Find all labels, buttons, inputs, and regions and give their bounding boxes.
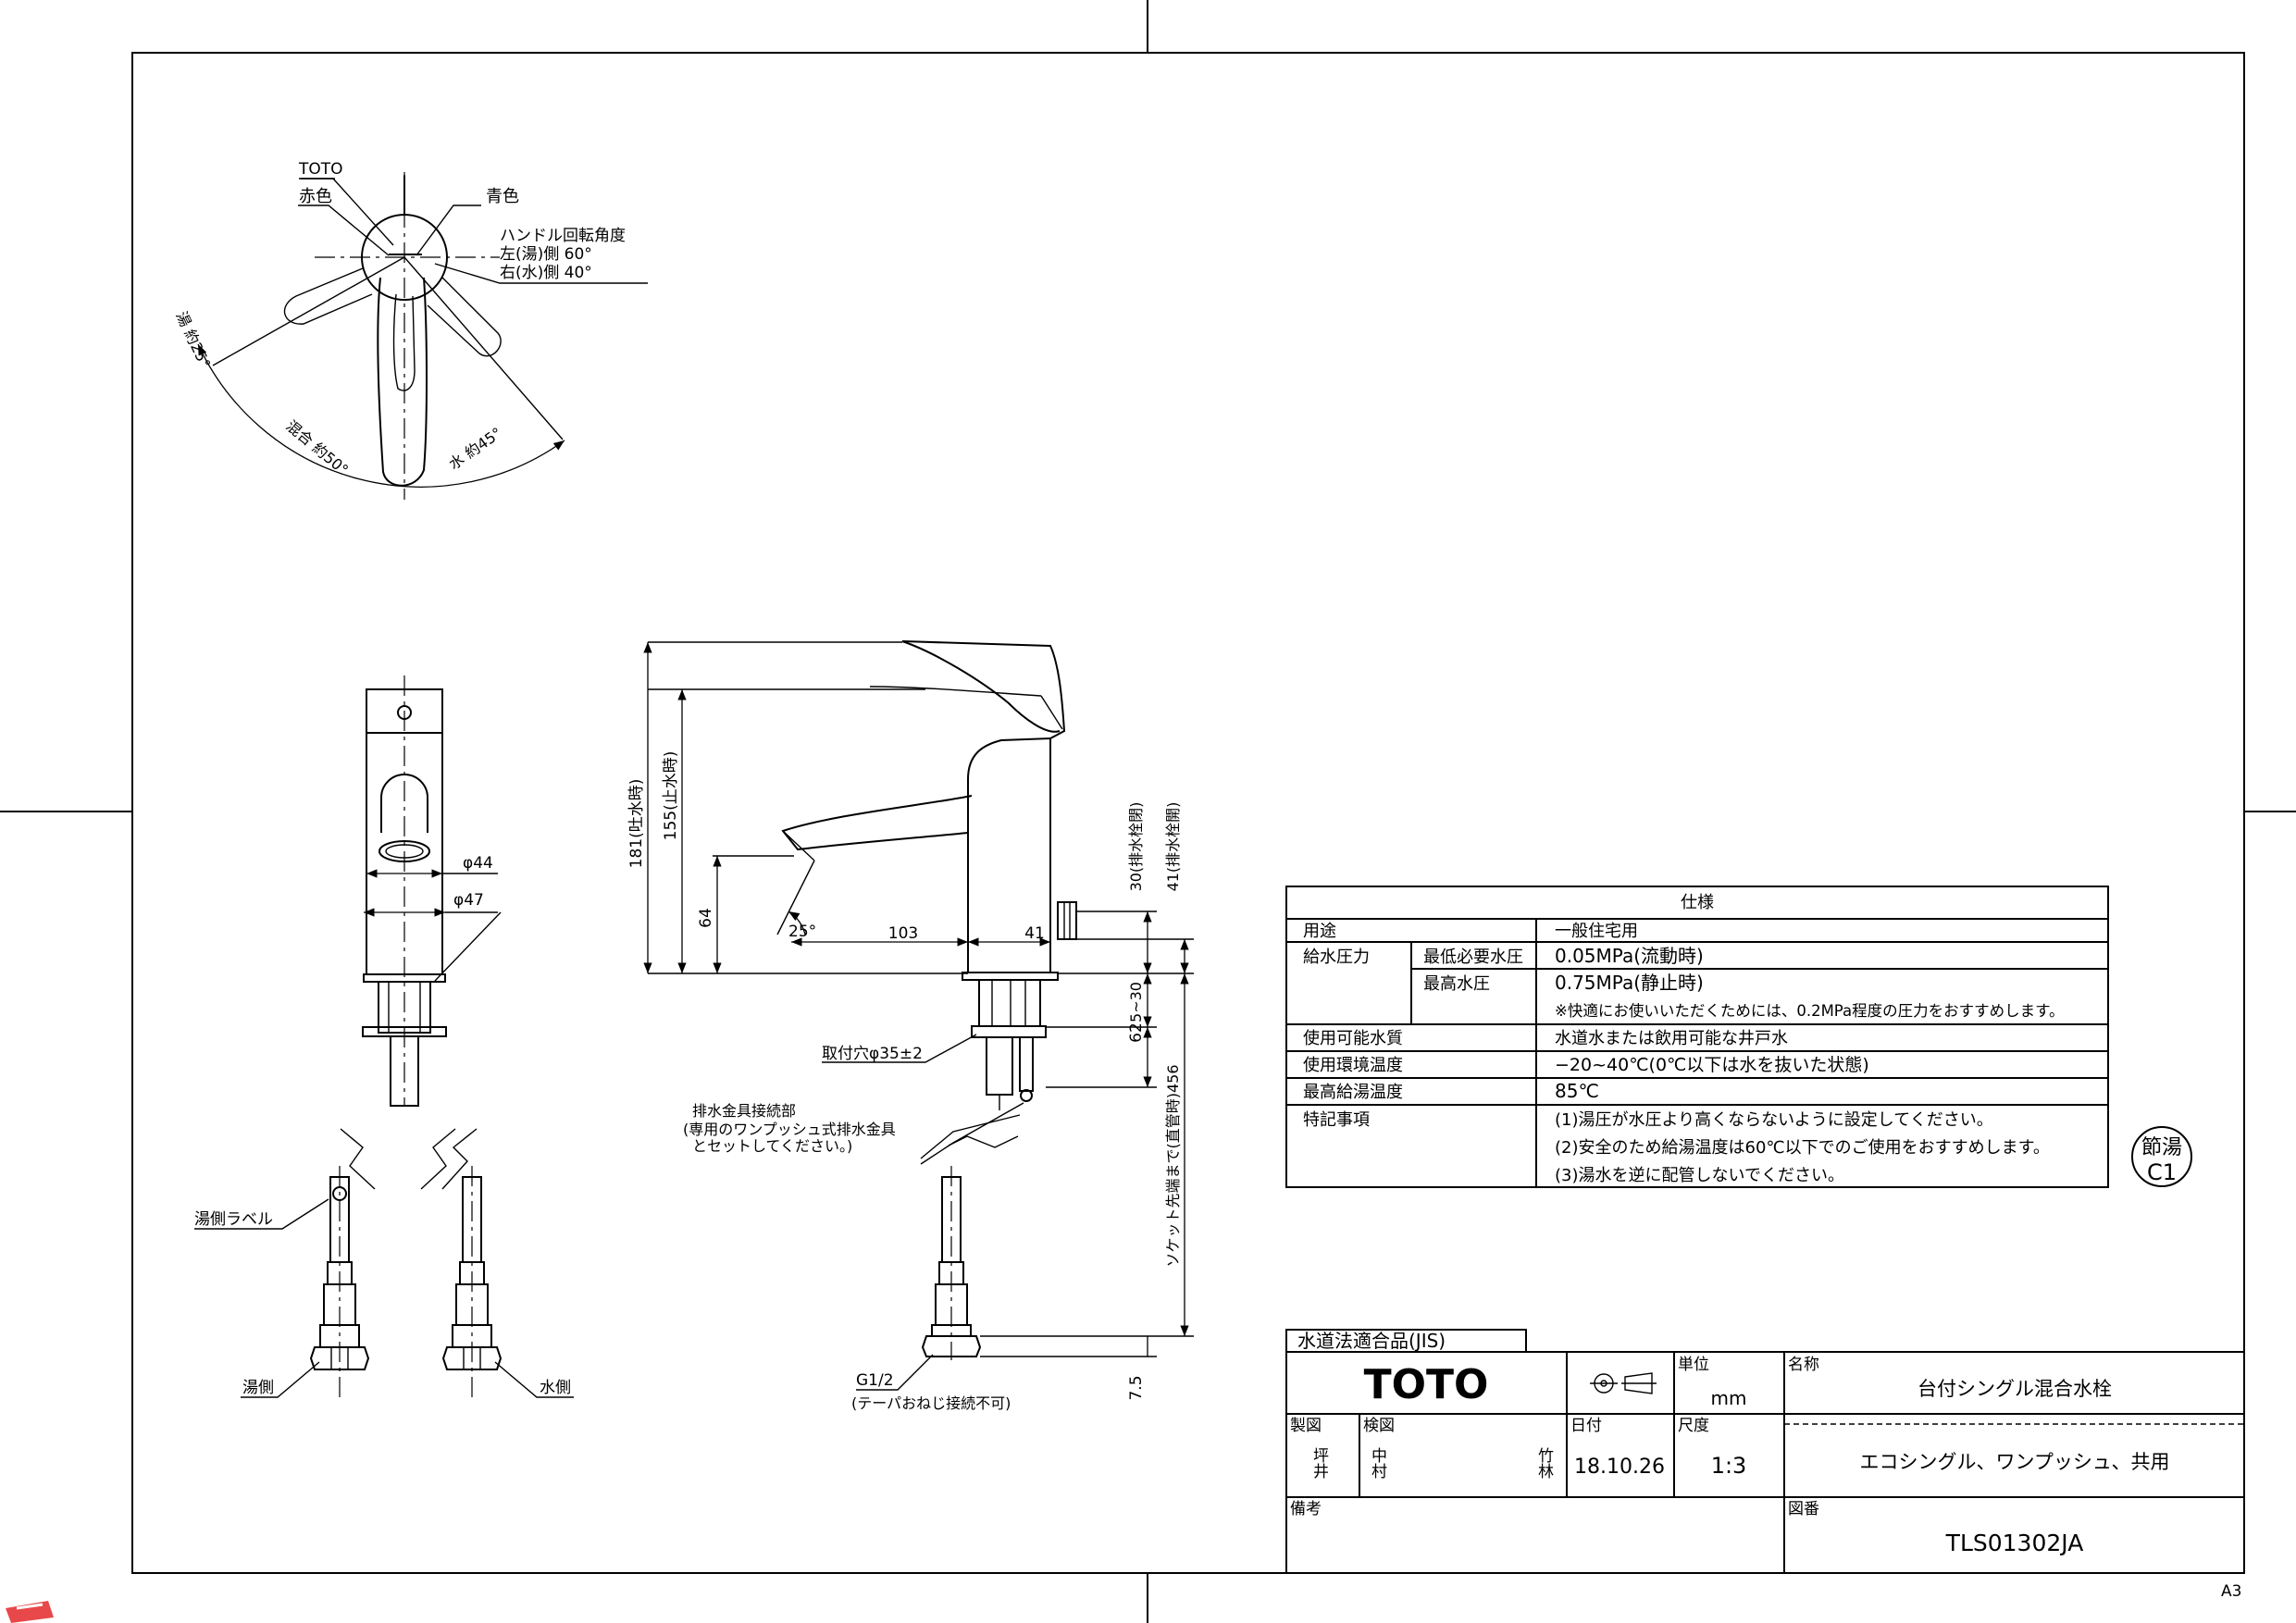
hot-label-tag: 湯側ラベル (194, 1210, 273, 1229)
checked-by-1: 中村 (1368, 1447, 1387, 1479)
spec-row-note: ※快適にお使いいただくためには、0.2MPa程度の圧力をおすすめします。 (1555, 1002, 2064, 1020)
date-value: 18.10.26 (1574, 1456, 1665, 1479)
spec-row-value: (2)安全のため給湯温度は60℃以下でのご使用をおすすめします。 (1555, 1138, 2050, 1158)
date-label: 日付 (1570, 1417, 1602, 1435)
toto-logo: TOTO (1364, 1361, 1489, 1408)
drawing-border (131, 52, 2245, 1574)
svg-text:節湯: 節湯 (2141, 1136, 2182, 1159)
top-view: TOTO 赤色 青色 ハンドル回転角度 左(湯)側 60° 右(水)側 40° … (172, 160, 648, 500)
cold-side-label: 水側 (540, 1379, 571, 1397)
product-subname: エコシングル、ワンプッシュ、共用 (1860, 1451, 2170, 1473)
cold-arc-label: 水 約45° (445, 424, 505, 473)
drawing-no-label: 図番 (1788, 1500, 1819, 1518)
spec-row-value: −20~40℃(0℃以下は水を抜いた状態) (1555, 1055, 1869, 1075)
height-64-label: 64 (697, 908, 715, 928)
spec-row-label: 用途 (1303, 922, 1336, 941)
height-181-label: 181(吐水時) (627, 779, 646, 869)
mix-arc-label: 混合 約50° (282, 417, 352, 479)
width-41-label: 41 (1024, 924, 1045, 943)
unit-label: 単位 (1678, 1356, 1709, 1374)
spec-row-value: (1)湯圧が水圧より高くならないように設定してください。 (1555, 1110, 1993, 1130)
spec-row-label: 使用環境温度 (1303, 1056, 1403, 1075)
socket-456-label: ソケット先端まで(直管時)456 (1164, 1064, 1182, 1267)
cold-supply-hose (441, 1166, 503, 1397)
hot-side-label: 湯側 (242, 1379, 274, 1397)
spec-title: 仕様 (1681, 893, 1714, 912)
corner-logo-mark (6, 1601, 54, 1623)
spec-row-value: (3)湯水を逆に配管しないでください。 (1555, 1166, 1844, 1185)
depth-62-label: 62 (1127, 1022, 1146, 1043)
hot-side-angle: 左(湯)側 60° (500, 245, 592, 264)
spec-row-label: 特記事項 (1303, 1110, 1370, 1130)
height-155-label: 155(止水時) (662, 751, 680, 841)
drain-connection-label: 排水金具接続部 (692, 1102, 796, 1120)
drain-closed-30-label: 30(排水栓閉) (1127, 802, 1145, 892)
spec-row-label: 最高給湯温度 (1303, 1083, 1403, 1102)
counter-5-30-label: 5~30 (1127, 982, 1145, 1022)
mount-hole-label: 取付穴φ35±2 (822, 1045, 923, 1063)
hot-arc-label: 湯 約25° (172, 309, 214, 371)
scale-value: 1:3 (1711, 1453, 1747, 1479)
checked-label: 検図 (1363, 1417, 1395, 1435)
spec-row-value: 0.75MPa(静止時) (1555, 972, 1704, 994)
checked-by-2: 竹林 (1534, 1447, 1554, 1479)
name-label: 名称 (1788, 1356, 1819, 1374)
spec-row-value: 0.05MPa(流動時) (1555, 945, 1704, 967)
drain-note-line1: (専用のワンプッシュ式排水金具 (683, 1121, 896, 1138)
blue-color-label: 青色 (486, 187, 519, 206)
spec-row-label: 使用可能水質 (1303, 1029, 1403, 1048)
depth-7-5-label: 7.5 (1127, 1375, 1146, 1400)
paper-size-mark: A3 (2221, 1582, 2241, 1601)
diameter-47-label: φ47 (453, 891, 484, 910)
spec-row-label: 給水圧力 (1303, 948, 1370, 967)
spec-row-sublabel: 最高水圧 (1423, 974, 1490, 994)
angle-25-label: 25° (788, 923, 816, 941)
drawing-number: TLS01302JA (1945, 1530, 2084, 1556)
front-view: φ44 φ47 (194, 675, 574, 1398)
width-103-label: 103 (888, 924, 918, 943)
jis-label: 水道法適合品(JIS) (1297, 1330, 1446, 1352)
cold-side-angle: 右(水)側 40° (500, 264, 592, 282)
scale-label: 尺度 (1678, 1417, 1709, 1435)
spec-row-value: 水道水または飲用可能な井戸水 (1555, 1029, 1788, 1048)
spec-row-value: 一般住宅用 (1555, 922, 1638, 941)
thread-note-label: (テーパおねじ接続不可) (851, 1394, 1011, 1412)
drain-note-line2: とセットしてください。) (692, 1137, 852, 1155)
diameter-44-label: φ44 (463, 854, 493, 873)
handle-angle-title: ハンドル回転角度 (500, 227, 626, 245)
top-brand-label: TOTO (298, 160, 343, 179)
drawn-by: 坪井 (1309, 1447, 1329, 1479)
water-saving-stamp: 節湯 C1 (2131, 1126, 2192, 1187)
title-block: 水道法適合品(JIS) TOTO 単位 mm 名称 台付シングル混合水栓 製図 … (1285, 1329, 2245, 1574)
spec-table: 仕様 用途 一般住宅用 給水圧力 最低必要水圧 0.05MPa(流動時) 最高水… (1285, 886, 2109, 1188)
side-view: 181(吐水時) 155(止水時) 64 25° 103 41 30(排水栓閉)… (627, 640, 1194, 1412)
drawn-label: 製図 (1290, 1417, 1322, 1435)
svg-text:C1: C1 (2147, 1159, 2177, 1185)
spec-row-value: 85℃ (1555, 1080, 1599, 1102)
hot-supply-hose (309, 1166, 370, 1397)
unit-value: mm (1711, 1387, 1747, 1409)
spec-row-sublabel: 最低必要水圧 (1423, 948, 1523, 967)
third-angle-projection-icon (1590, 1372, 1657, 1394)
thread-g12-label: G1/2 (856, 1371, 894, 1390)
remarks-label: 備考 (1290, 1500, 1322, 1518)
product-name: 台付シングル混合水栓 (1917, 1378, 2112, 1400)
red-color-label: 赤色 (299, 187, 332, 206)
drain-open-41-label: 41(排水栓開) (1164, 802, 1182, 892)
